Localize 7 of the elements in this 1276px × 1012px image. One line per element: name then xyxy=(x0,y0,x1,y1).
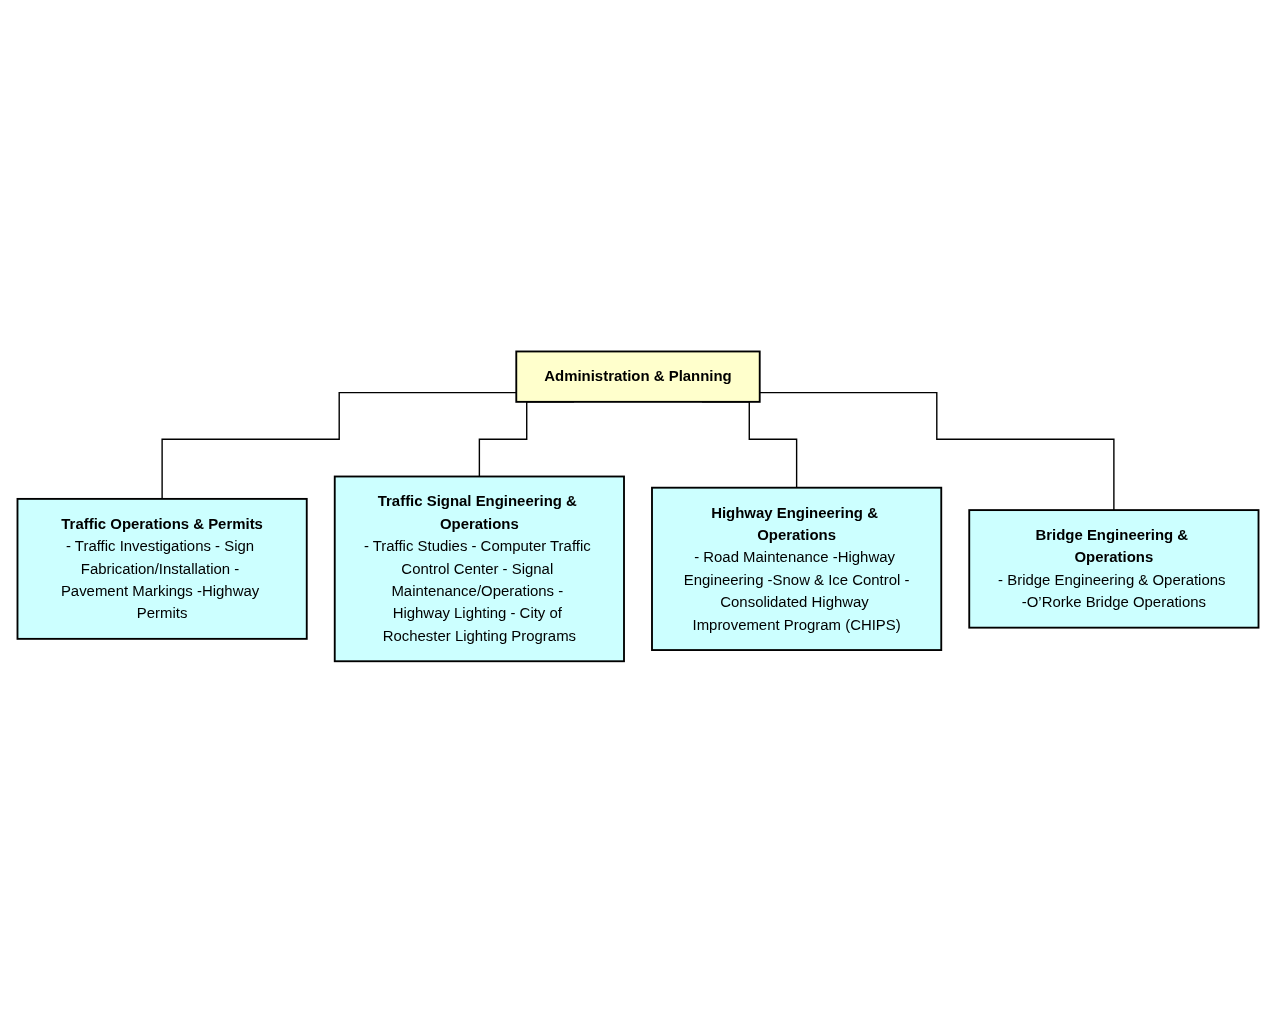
connector xyxy=(161,391,517,500)
connector xyxy=(759,391,1115,511)
node-box: Bridge Engineering & Operations - Bridge Engineering & Operations -O’Rorke Bridge Operations xyxy=(968,508,1260,629)
node-box: Traffic Operations & Permits - Traffic Investigations - Sign Fabrication/Installation - Pavement Markings -Highway Permits xyxy=(16,497,308,640)
node-box: Traffic Signal Engineering & Operations - Traffic Studies - Computer Traffic Control Center - Signal Maintenance/Operations - Highway Lighting - City of Rochester Lighting Programs xyxy=(333,475,625,662)
node-box: Highway Engineering & Operations - Road Maintenance -Highway Engineering -Snow & Ice Control -Consolidated Highway Improvement Program (CHIPS) xyxy=(651,486,943,651)
node-box: Administration & Planning xyxy=(515,350,761,403)
